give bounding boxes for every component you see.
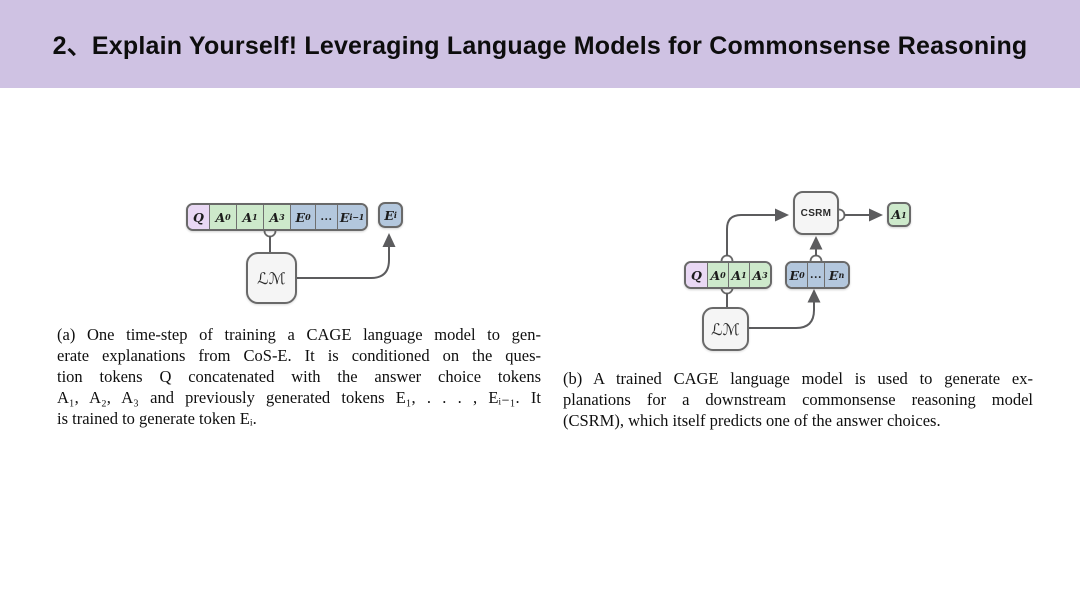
connector-lm-to-output <box>296 245 390 279</box>
slide-title-bar: 2、Explain Yourself! Leveraging Language … <box>0 0 1080 88</box>
arrowhead-right-icon <box>775 208 789 222</box>
csrm-box: CSRM <box>793 191 839 235</box>
lm-box: ℒℳ <box>246 252 297 304</box>
lm-box: ℒℳ <box>702 307 749 351</box>
port-strip-bottom <box>263 230 277 238</box>
arrowhead-up-icon <box>382 233 396 247</box>
lm-label: ℒℳ <box>711 319 740 339</box>
csrm-label: CSRM <box>800 207 832 219</box>
token-cell-question: Q <box>188 205 210 229</box>
arrowhead-up-icon <box>807 289 821 303</box>
caption-line: is trained to generate token Eᵢ. <box>57 409 257 428</box>
connector-lm-to-e <box>748 300 815 329</box>
arrowhead-up-icon <box>809 236 823 250</box>
caption-a: (a) One time-step of training a CAGE lan… <box>57 324 541 429</box>
port-csrm-right <box>838 208 846 222</box>
token-cell-ellipsis: ... <box>808 263 825 287</box>
caption-line: (CSRM), which itself predicts one of the… <box>563 411 941 430</box>
caption-line: tion tokens Q concatenated with the answ… <box>57 367 541 386</box>
caption-line: (b) A trained CAGE language model is use… <box>563 369 1033 388</box>
caption-b: (b) A trained CAGE language model is use… <box>563 368 1033 431</box>
page-title: 2、Explain Yourself! Leveraging Language … <box>52 32 1028 60</box>
lm-label: ℒℳ <box>257 268 286 288</box>
token-cell-ellipsis: ... <box>316 205 338 229</box>
connector-qa-to-csrm <box>726 214 776 257</box>
token-cell-question: Q <box>686 263 708 287</box>
caption-line: A₁, A₂, A₃ and previously generated toke… <box>57 388 541 407</box>
caption-line: erate explanations from CoS-E. It is con… <box>57 346 541 365</box>
arrowhead-right-icon <box>869 208 883 222</box>
caption-line: (a) One time-step of training a CAGE lan… <box>57 325 541 344</box>
caption-line: planations for a downstream commonsense … <box>563 390 1033 409</box>
